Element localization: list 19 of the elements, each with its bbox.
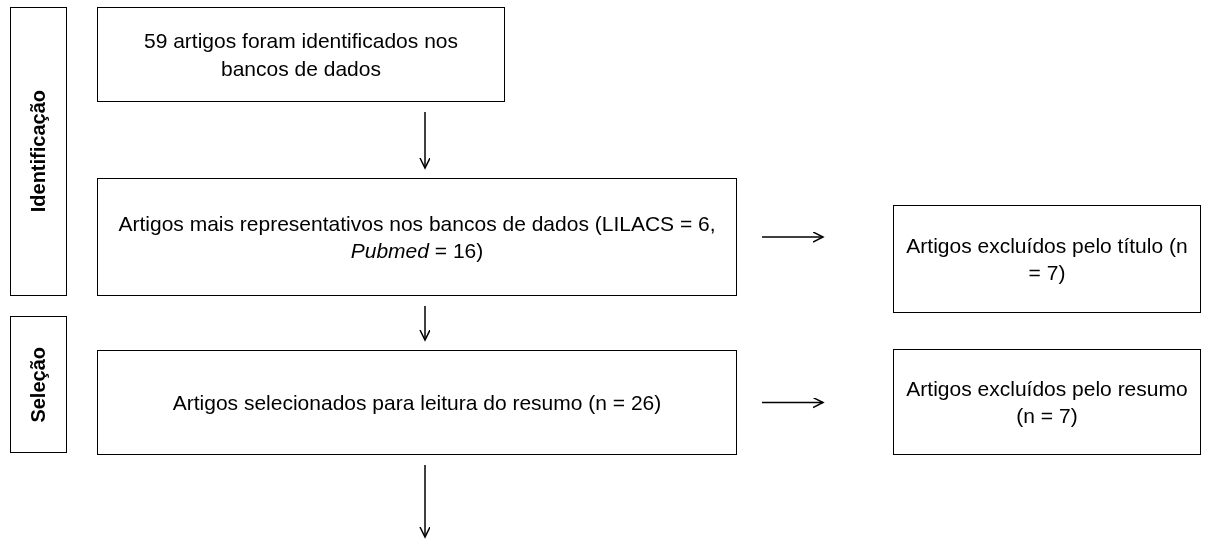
process-box xyxy=(893,205,1201,313)
box-text: Artigos mais representativos nos bancos de dados (LILACS = 6, Pubmed = 16) xyxy=(117,210,717,264)
stage-label-box xyxy=(10,316,67,453)
arrow xyxy=(761,231,824,243)
stage-label: Identificação xyxy=(27,90,50,213)
process-box xyxy=(893,349,1201,455)
box-text: Artigos excluídos pelo resumo (n = 7) xyxy=(905,375,1189,429)
process-box xyxy=(97,178,737,296)
arrow xyxy=(419,305,431,341)
arrow xyxy=(761,396,824,409)
arrow xyxy=(419,464,431,538)
box-text: Artigos excluídos pelo título (n = 7) xyxy=(905,232,1189,286)
process-box xyxy=(97,7,505,102)
stage-label: Seleção xyxy=(27,346,50,423)
stage-label-box xyxy=(10,7,67,296)
box-text: Artigos selecionados para leitura do resumo (n = 26) xyxy=(172,389,662,416)
box-text: 59 artigos foram identificados nos bancos de dados xyxy=(143,28,459,82)
process-box xyxy=(97,350,737,455)
arrow xyxy=(419,111,431,169)
